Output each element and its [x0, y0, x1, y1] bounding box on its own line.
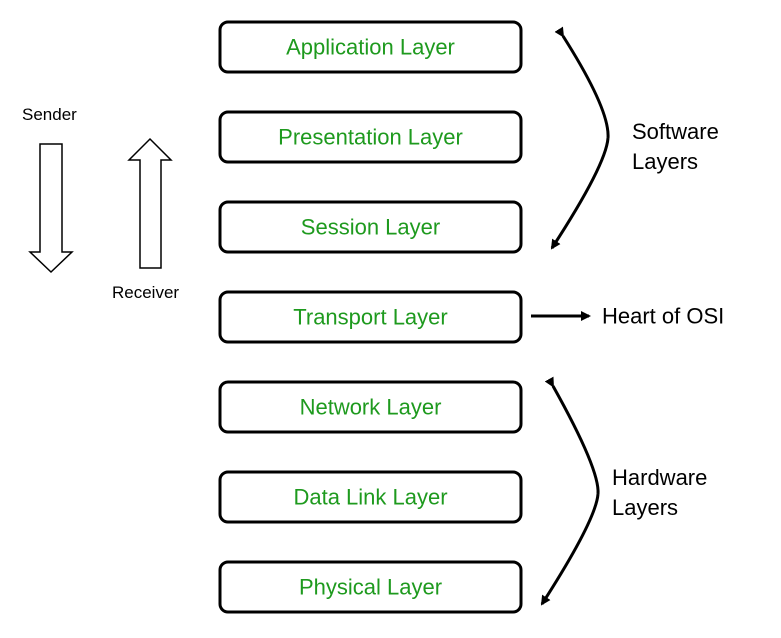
- layer-box-outline: [218, 200, 523, 254]
- layer-box-presentation-layer: Presentation Layer: [218, 110, 523, 164]
- hardware-layers-bracket: [540, 376, 600, 606]
- layer-box-outline: [218, 380, 523, 434]
- layer-box-transport-layer: Transport Layer: [218, 290, 523, 344]
- layer-label-network-layer: Network Layer: [300, 395, 442, 420]
- layer-box-application-layer: Application Layer: [218, 20, 523, 74]
- layer-label-physical-layer: Physical Layer: [299, 575, 442, 600]
- layer-label-presentation-layer: Presentation Layer: [278, 125, 463, 150]
- layer-box-outline: [218, 470, 523, 524]
- layer-box-outline: [218, 20, 523, 74]
- layer-box-data-link-layer: Data Link Layer: [218, 470, 523, 524]
- layer-label-session-layer: Session Layer: [301, 215, 440, 240]
- layer-box-physical-layer: Physical Layer: [218, 560, 523, 614]
- layer-box-outline: [218, 290, 523, 344]
- layer-label-transport-layer: Transport Layer: [293, 305, 447, 330]
- layer-box-network-layer: Network Layer: [218, 380, 523, 434]
- hardware-layers-label-line2: Layers: [612, 495, 678, 520]
- layer-box-session-layer: Session Layer: [218, 200, 523, 254]
- heart-of-osi-label: Heart of OSI: [602, 304, 724, 329]
- receiver-up-arrow-icon: [127, 137, 173, 269]
- hardware-layers-label-line1: Hardware: [612, 465, 707, 490]
- software-layers-label-line2: Layers: [632, 149, 698, 174]
- sender-down-arrow-icon: [28, 143, 74, 274]
- layer-box-outline: [218, 560, 523, 614]
- layer-box-outline: [218, 110, 523, 164]
- software-layers-label-line1: Software: [632, 119, 719, 144]
- software-layers-bracket: [550, 26, 610, 250]
- sender-label: Sender: [22, 105, 77, 124]
- layer-label-data-link-layer: Data Link Layer: [293, 485, 447, 510]
- receiver-label: Receiver: [112, 283, 179, 302]
- layer-label-application-layer: Application Layer: [286, 35, 455, 60]
